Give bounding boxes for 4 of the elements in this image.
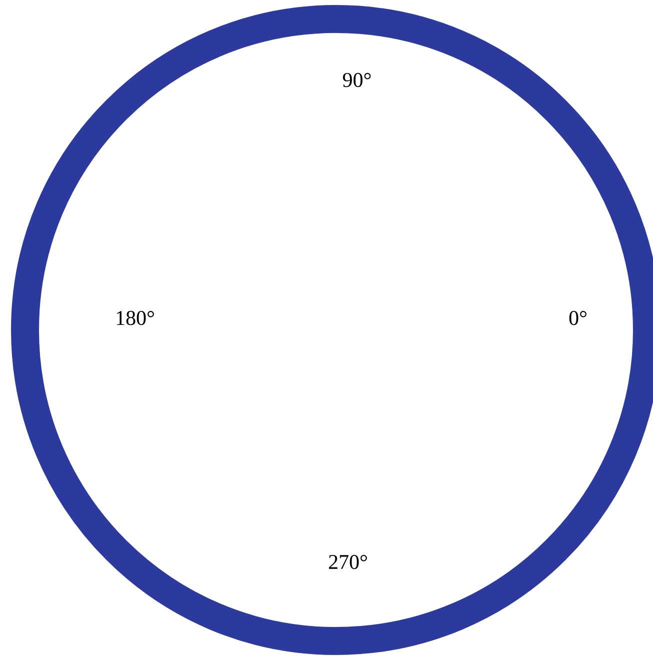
angle-label: 270° <box>328 554 367 570</box>
angle-label: 90° <box>342 72 371 88</box>
angle-label: 180° <box>116 310 154 326</box>
angle-label: 0° <box>569 310 586 326</box>
